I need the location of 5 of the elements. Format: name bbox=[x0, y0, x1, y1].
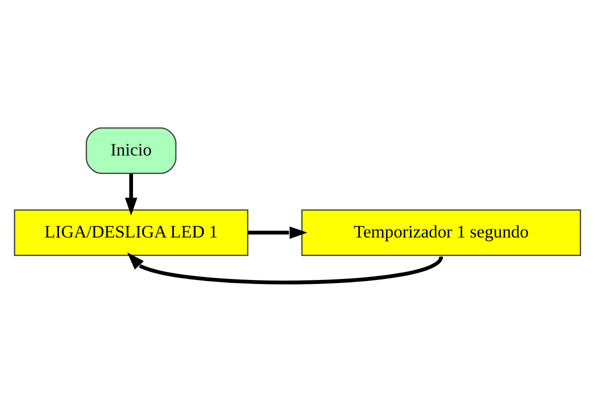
arrow bbox=[248, 226, 308, 238]
node-box: Temporizador 1 segundo bbox=[301, 208, 582, 256]
node-box: LIGA/DESLIGA LED 1 bbox=[14, 208, 248, 256]
arrow bbox=[124, 173, 138, 215]
node-box: Inicio bbox=[86, 126, 176, 174]
